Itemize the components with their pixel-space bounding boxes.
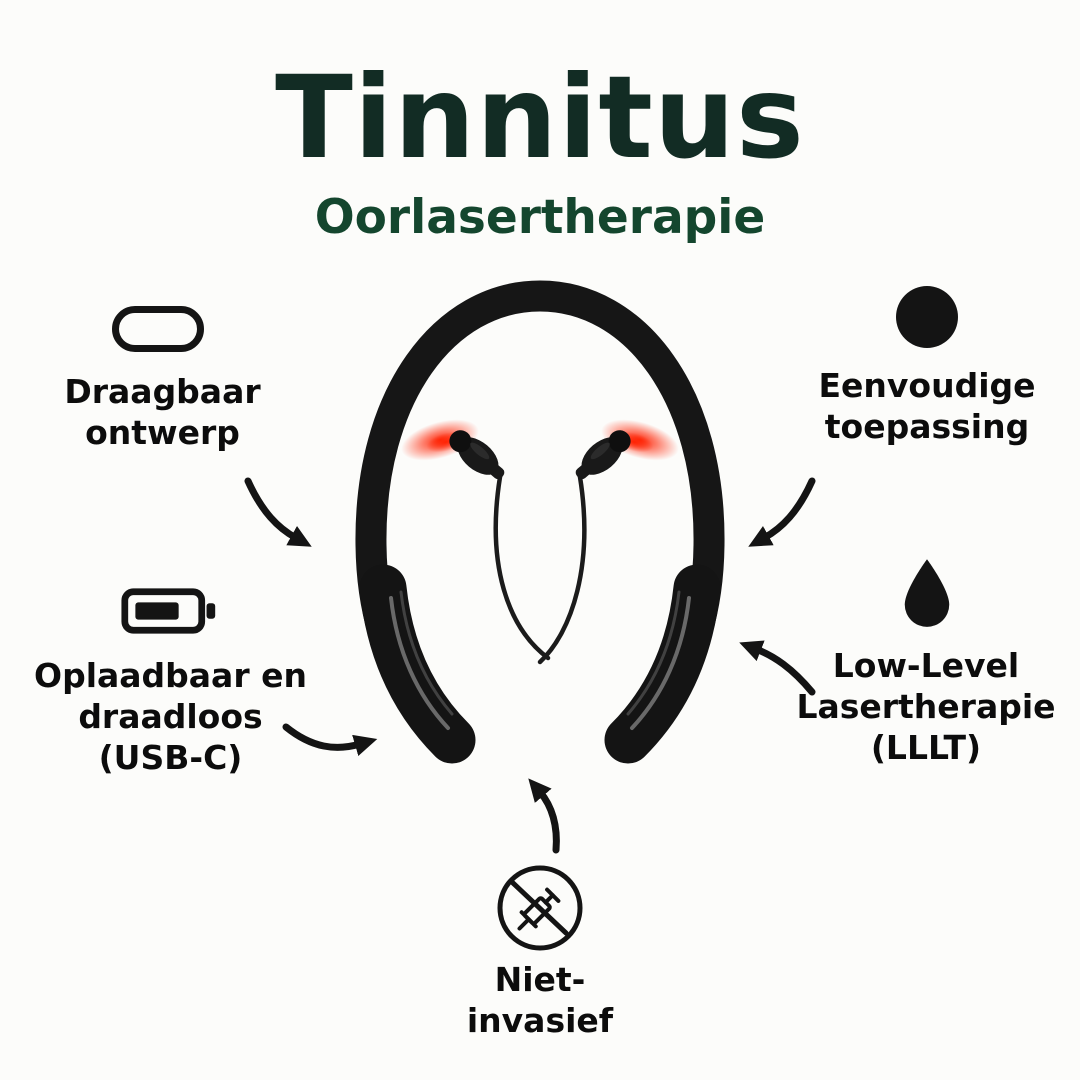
right-earbud: [575, 430, 631, 480]
droplet-icon: [904, 559, 950, 627]
battery-icon: [121, 588, 216, 634]
feature-label-lllt: Low-Level Lasertherapie (LLLT): [796, 646, 1056, 767]
earbud-cables: [493, 474, 587, 665]
page-title: Tinnitus: [275, 51, 805, 184]
feature-label-niet-invasief: Niet- invasief: [466, 960, 614, 1040]
callout-arrows: [244, 477, 816, 854]
feature-label-oplaadbaar: Oplaadbaar en draadloos (USB-C): [34, 656, 307, 777]
arrow-lllt: [739, 640, 816, 696]
arrow-draagbaar: [244, 477, 312, 547]
feature-label-eenvoudige: Eenvoudige toepassing: [818, 366, 1036, 446]
left-earbud: [449, 430, 505, 480]
page-subtitle: Oorlasertherapie: [314, 190, 766, 245]
pill-outline-icon: [112, 306, 204, 352]
arrow-eenvoudige: [748, 477, 816, 547]
neckband: [355, 280, 725, 764]
no-syringe-icon: [497, 865, 583, 951]
feature-label-draagbaar: Draagbaar ontwerp: [64, 372, 261, 452]
dot-icon: [896, 286, 958, 348]
laser-glow: [401, 419, 679, 461]
arrow-oplaadbaar: [282, 723, 378, 756]
arrow-niet-invasief: [528, 778, 560, 854]
